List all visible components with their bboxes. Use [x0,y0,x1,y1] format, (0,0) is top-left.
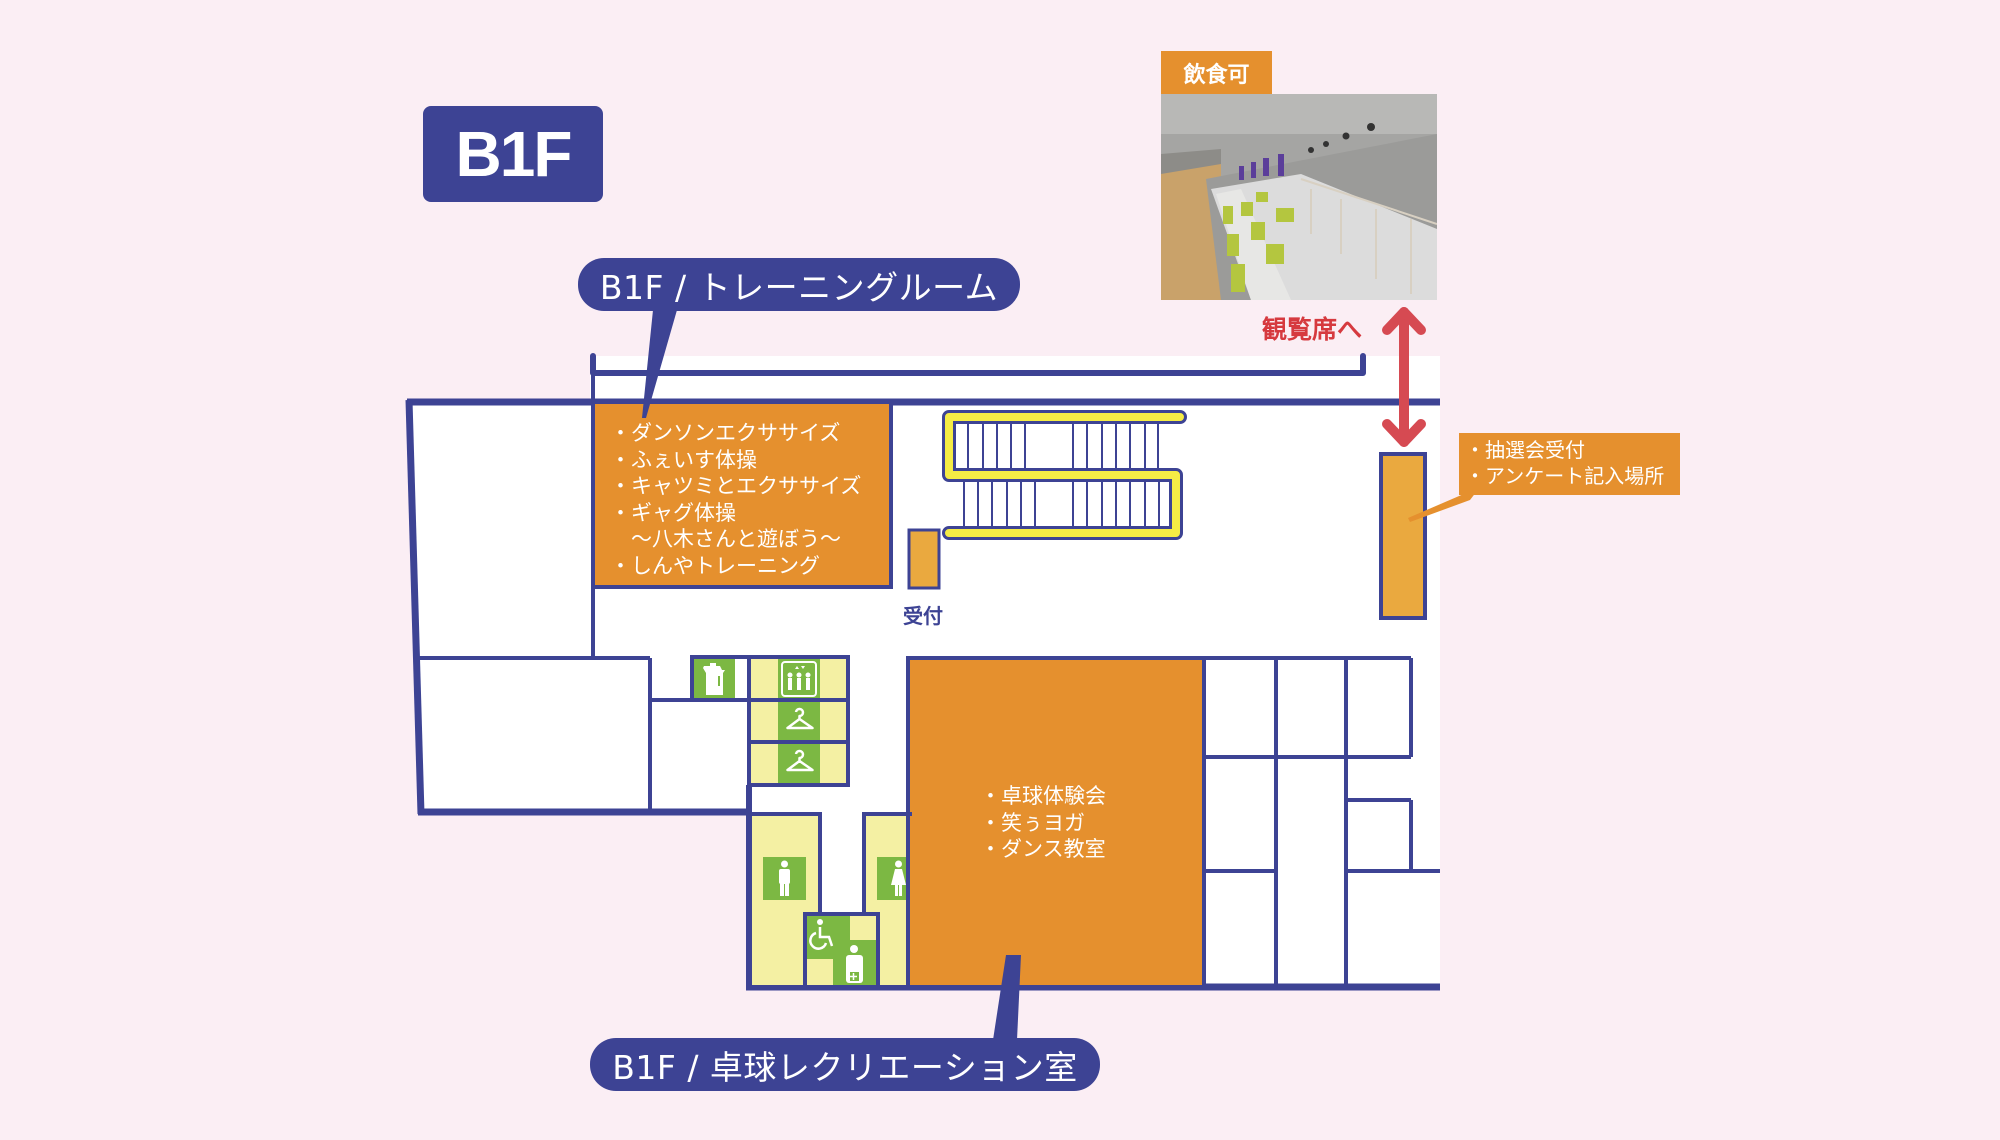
program-item: ・しんやトレーニング [610,553,820,578]
program-item: ・ギャグ体操 [610,500,736,525]
program-item: ・卓球体験会 [980,784,1106,808]
coat-hanger-icon [786,707,814,730]
outer-left-wall [405,399,425,815]
reception-desk[interactable] [907,528,941,590]
to-seats-arrow [1382,307,1426,447]
booth-item: ・抽選会受付 [1465,438,1585,462]
program-item: ・笑ぅヨガ [980,810,1085,835]
lottery-booth[interactable] [1379,452,1427,620]
pingpong-room[interactable] [906,656,1206,989]
elevator-hall [747,655,850,702]
program-item: ・ダンス教室 [980,837,1106,861]
training-callout-pointer [642,310,677,418]
program-item: ・ダンソンエクササイズ [610,421,841,445]
training-room-label[interactable]: B1F / トレーニングルーム [578,258,1020,311]
program-item: ・キャツミとエクササイズ [610,474,862,498]
pingpong-room-label[interactable]: B1F / 卓球レクリエーション室 [590,1038,1100,1091]
cloakroom-2 [747,740,850,787]
to-spectator-seats-label: 観覧席へ [1262,315,1363,344]
ostomate-icon [846,945,863,983]
right-rooms [1204,656,1440,987]
accessible-restroom-icon [809,919,834,950]
accessible-restroom [803,912,880,989]
program-item: 〜八木さんと遊ぼう〜 [610,527,841,551]
elevator-icon [781,661,817,697]
lottery-callout-pointer [1408,487,1480,522]
lottery-booth-label: ・抽選会受付 ・アンケート記入場所 [1459,433,1680,495]
eating-allowed-tag: 飲食可 [1161,51,1272,94]
pingpong-room-program-list: ・卓球体験会 ・笑ぅヨガ ・ダンス教室 [980,783,1106,863]
cloakroom-1 [747,698,850,744]
booth-item: ・アンケート記入場所 [1465,464,1665,488]
reception-label: 受付 [903,604,943,628]
floor-badge: B1F [423,106,603,202]
training-room[interactable] [591,400,893,589]
spectator-seats-photo [1161,94,1437,300]
womens-restroom-icon [891,860,906,896]
training-room-program-list: ・ダンソンエクササイズ ・ふぇいす体操 ・キャツミとエクササイズ ・ギャグ体操 … [610,420,861,579]
staircase [942,410,1187,540]
kettle-icon [703,663,725,695]
program-item: ・ふぇいす体操 [610,447,757,472]
mens-restroom-icon [779,860,790,896]
pingpong-callout-pointer [993,955,1021,1040]
coat-hanger-icon [786,749,814,772]
